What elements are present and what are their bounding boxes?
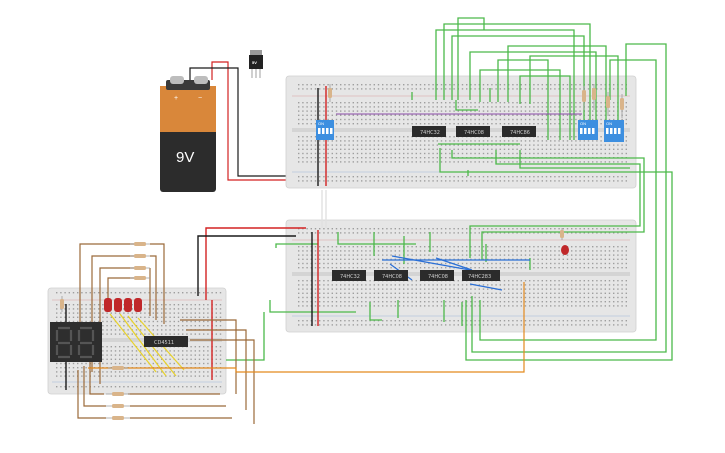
wire-brown-5: [150, 243, 165, 324]
resistors-small-top[interactable]: [60, 242, 150, 312]
resistor-small-5: [60, 296, 64, 312]
chip-top-3[interactable]: 74HC86: [502, 126, 536, 137]
wire-brown-10: [190, 339, 255, 424]
resistor-small-1: [130, 242, 150, 246]
wire-brown-4: [107, 277, 140, 300]
wire-blue-5: [469, 283, 503, 291]
led-2: [114, 298, 122, 312]
wire-green-31: [455, 100, 478, 111]
resistor-small-b2: [106, 404, 130, 408]
battery-plus-label: +: [174, 95, 178, 102]
chip-mid-3-label: 74HC08: [428, 274, 448, 280]
led-1: [104, 298, 112, 312]
battery-9v[interactable]: + − 9V: [160, 76, 216, 192]
resistor-top-left: [328, 84, 332, 102]
chip-mid-1[interactable]: 74HC32: [332, 270, 366, 281]
decoder-chip-label: CD4511: [154, 340, 174, 346]
resistors-small-bottom[interactable]: [106, 366, 130, 420]
dip-switch-right-2-label: ON: [606, 121, 612, 126]
wire-brown-14: [89, 360, 104, 395]
wire-green-28: [269, 300, 356, 313]
wire-brown-16: [77, 370, 106, 419]
resistor-small-4: [130, 276, 150, 280]
wire-green-13: [439, 148, 673, 361]
wire-green-15: [469, 150, 641, 258]
chip-mid-1-label: 74HC32: [340, 274, 360, 280]
wire-brown-15: [83, 366, 106, 407]
led-red[interactable]: [560, 228, 569, 255]
resistors-top[interactable]: [328, 84, 624, 118]
resistor-top-r2: [592, 84, 596, 110]
wire-green-17: [337, 232, 416, 245]
wire-yellow-2: [119, 313, 167, 377]
seven-segment-display[interactable]: 88: [0, 0, 102, 362]
battery-voltage-label: 9V: [176, 149, 194, 166]
dip-switch-right-1[interactable]: ON: [578, 120, 598, 140]
chip-mid-2[interactable]: 74HC08: [374, 270, 408, 281]
chip-mid-4-label: 74HC283: [468, 274, 491, 280]
wire-green-27: [226, 312, 265, 361]
chip-mid-2-label: 74HC08: [382, 274, 402, 280]
resistor-small-b1: [106, 392, 130, 396]
resistor-small-2: [130, 254, 150, 258]
chip-mid-3[interactable]: 74HC08: [420, 270, 454, 281]
wire-orange: [88, 282, 525, 373]
resistor-top-r1: [582, 86, 586, 110]
wire-battery-negative: [189, 67, 296, 177]
dip-switch-left[interactable]: ON: [316, 120, 334, 140]
display-digits-value: 88: [0, 0, 2, 1]
chip-top-1-label: 74HC32: [420, 130, 440, 136]
decoder-chip[interactable]: CD4511: [144, 336, 188, 347]
wire-green-29: [275, 243, 318, 248]
wire-green-1: [435, 29, 575, 140]
wire-red-to-small: [205, 227, 306, 300]
wire-black-to-small: [197, 235, 296, 296]
wire-green-2: [443, 23, 591, 140]
chip-top-1[interactable]: 74HC32: [412, 126, 446, 137]
dip-switch-right-1-label: ON: [580, 121, 586, 126]
wire-green-9: [529, 55, 619, 136]
wire-green-11: [471, 43, 667, 353]
chip-mid-4[interactable]: 74HC283: [462, 270, 500, 281]
wire-green-23: [369, 302, 382, 321]
resistor-top-r4: [620, 94, 624, 118]
wire-green-10: [457, 17, 485, 100]
wire-green-7: [507, 45, 607, 138]
red-leds[interactable]: [104, 298, 142, 312]
chip-top-2-label: 74HC08: [464, 130, 484, 136]
wire-blue-3: [391, 255, 471, 271]
resistor-small-b3: [106, 416, 130, 420]
wire-green-16: [519, 150, 630, 169]
regulator-label: 5V: [252, 60, 257, 65]
resistor-small-b4: [108, 366, 128, 370]
battery-minus-label: −: [198, 95, 202, 102]
wire-battery-positive: [211, 61, 290, 181]
wire-yellow-1: [109, 313, 157, 373]
dip-switch-left-label: ON: [318, 121, 324, 126]
wire-green-6: [497, 59, 549, 140]
chip-top-2[interactable]: 74HC08: [456, 126, 490, 137]
wire-brown-1: [79, 243, 140, 360]
voltage-regulator[interactable]: 5V: [249, 50, 263, 78]
chip-top-3-label: 74HC86: [510, 130, 530, 136]
wire-brown-9: [186, 329, 247, 410]
dip-switch-right-2[interactable]: ON: [604, 120, 624, 142]
display-digit-1: [55, 326, 73, 359]
resistor-small-3: [130, 266, 150, 270]
wire-green-12: [479, 59, 657, 341]
led-4: [134, 298, 142, 312]
led-3: [124, 298, 132, 312]
display-digit-2: [77, 326, 95, 359]
resistor-top-r3: [606, 92, 610, 116]
wires-green: [226, 17, 673, 361]
wires-blue: [382, 255, 530, 291]
wire-green-14: [451, 150, 645, 260]
wire-green-5: [479, 69, 561, 140]
wire-brown-6: [150, 255, 157, 320]
wire-blue-4: [435, 257, 473, 271]
wire-green-8: [519, 75, 571, 140]
